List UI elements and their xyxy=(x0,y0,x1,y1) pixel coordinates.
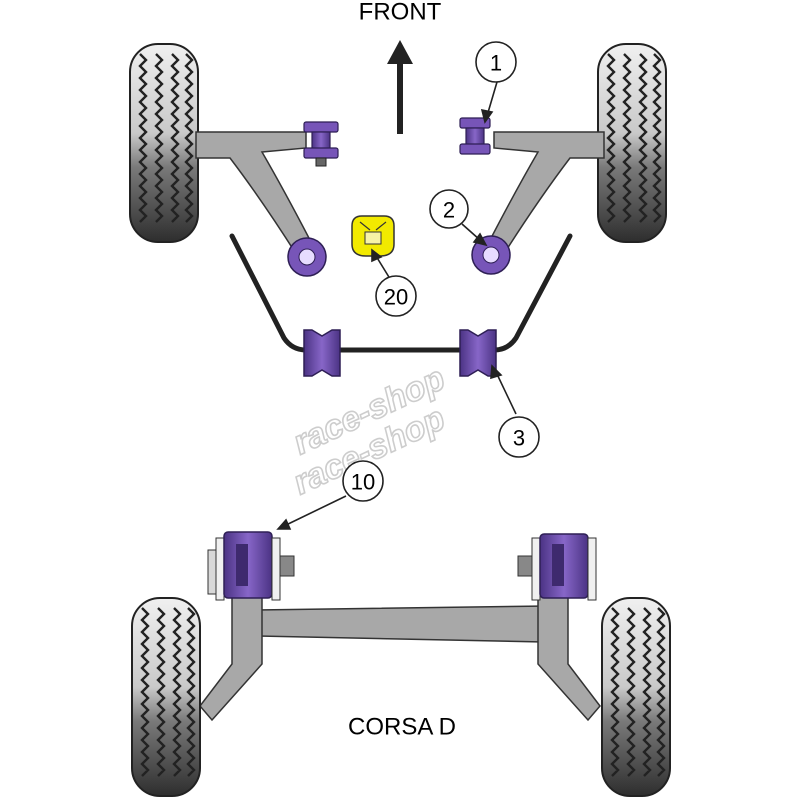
svg-text:1: 1 xyxy=(490,51,502,76)
callout-2: 2 xyxy=(429,189,469,229)
left-wishbone xyxy=(195,121,339,277)
callout-10: 10 xyxy=(342,460,384,502)
rear-wheel-right xyxy=(602,598,670,796)
svg-text:2: 2 xyxy=(443,198,455,223)
callout-1: 1 xyxy=(475,41,517,83)
svg-text:10: 10 xyxy=(351,470,375,495)
rear-wheel-left xyxy=(132,598,200,796)
model-label: CORSA D xyxy=(348,714,456,741)
arrow-up-icon xyxy=(387,40,413,134)
front-label: FRONT xyxy=(359,0,442,26)
callout-20: 20 xyxy=(375,275,417,317)
anti-roll-bar xyxy=(229,233,573,377)
arb-bush-right xyxy=(459,329,497,377)
front-wheel-right xyxy=(598,44,666,242)
rear-beam xyxy=(199,589,601,722)
callout-3: 3 xyxy=(498,416,540,458)
gearbox-mount xyxy=(351,215,395,257)
rear-beam-bush-left xyxy=(207,531,295,601)
svg-text:20: 20 xyxy=(384,285,408,310)
svg-text:3: 3 xyxy=(513,426,525,451)
right-wishbone xyxy=(459,117,605,275)
rear-beam-bush-right xyxy=(517,533,597,601)
arb-bush-left xyxy=(303,329,341,377)
front-wheel-left xyxy=(130,44,198,242)
